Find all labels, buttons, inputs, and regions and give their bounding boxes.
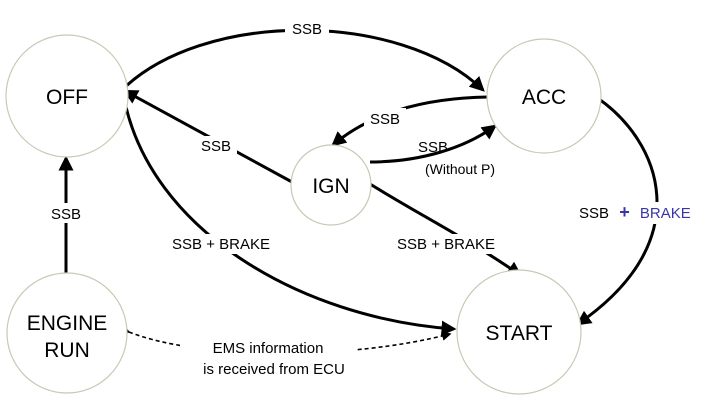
state-off-circle: [5, 34, 129, 158]
label-acc-to-start-ssb: SSB: [579, 205, 609, 222]
edge-ign-to-acc: [369, 124, 498, 164]
state-ign-label: IGN: [312, 175, 349, 198]
label-engine-run-to-off: SSB: [51, 206, 81, 223]
state-off-label: OFF: [46, 86, 88, 109]
state-acc-circle: [486, 38, 602, 154]
edge-off-to-acc: [118, 28, 485, 94]
label-ign-to-acc-line2: (Without P): [425, 161, 495, 177]
state-engine-run-circle: [6, 272, 128, 394]
label-ems-line2: is received from ECU: [203, 361, 345, 378]
state-ign-circle: [290, 144, 372, 226]
state-start-label: START: [486, 322, 553, 345]
label-acc-to-start-brake: BRAKE: [640, 205, 691, 222]
label-ign-to-acc-line1: SSB: [418, 139, 448, 156]
state-acc-label: ACC: [522, 86, 566, 109]
label-acc-to-start-plus: +: [619, 202, 630, 222]
label-ign-to-start: SSB + BRAKE: [397, 236, 495, 253]
edge-off-to-start: [122, 97, 457, 336]
label-off-to-start: SSB + BRAKE: [172, 236, 270, 253]
state-engine-run-label-line2: RUN: [44, 339, 90, 362]
label-acc-to-start: SSB + BRAKE: [579, 202, 691, 222]
label-ems-line1: EMS information: [213, 340, 324, 357]
state-engine-run-label-line1: ENGINE: [27, 312, 108, 335]
edge-acc-to-start: [575, 95, 659, 326]
label-ign-to-off: SSB: [201, 138, 231, 155]
label-off-to-acc: SSB: [292, 21, 322, 38]
edge-acc-to-ign: [331, 95, 489, 147]
state-start-circle: [456, 269, 582, 395]
label-acc-to-ign: SSB: [370, 111, 400, 128]
edge-ems-dashed: [119, 324, 452, 355]
edge-ign-to-start: [369, 182, 523, 277]
